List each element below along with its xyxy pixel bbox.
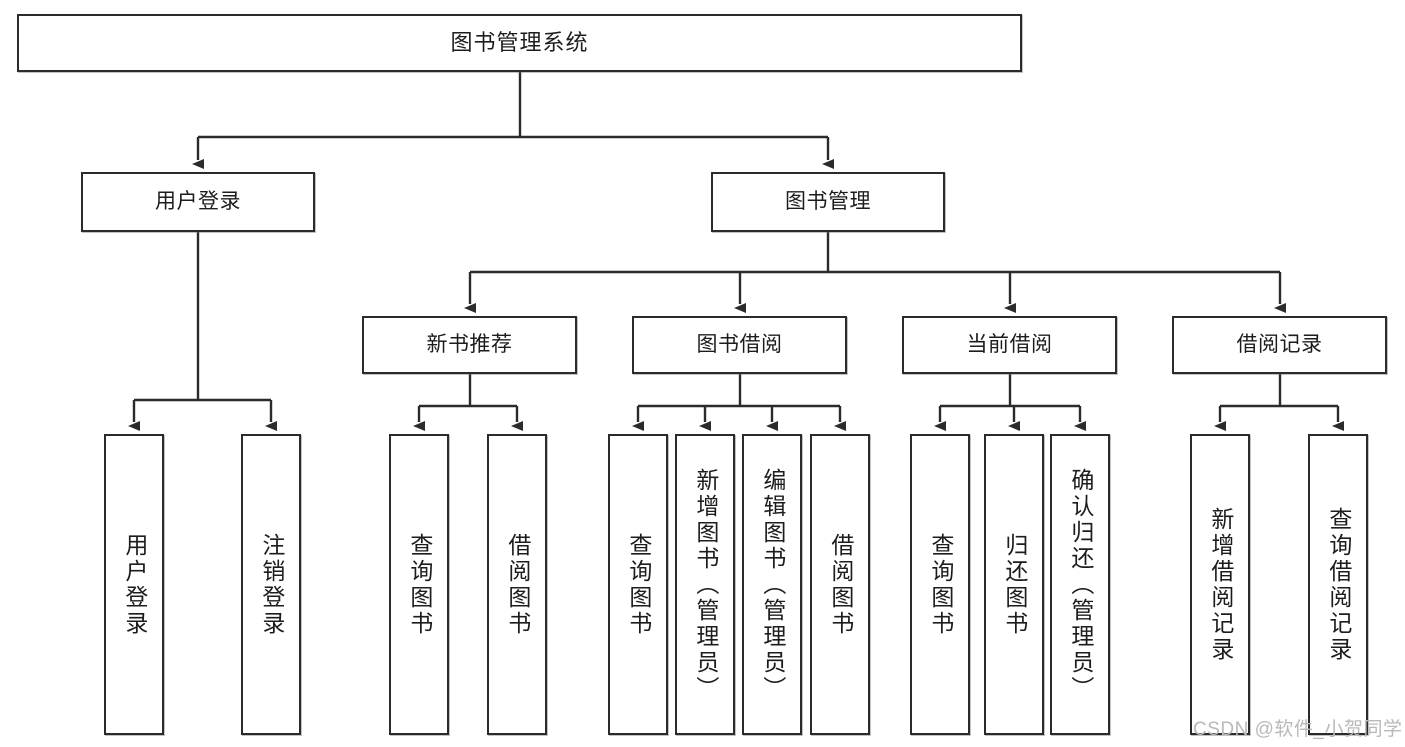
node-label-leaf-borrow-book: 借阅图书 bbox=[827, 532, 854, 637]
node-label-new-book-recommend: 新书推荐 bbox=[426, 332, 513, 356]
node-leaf-add-record[interactable]: 新增借阅记录 bbox=[1190, 434, 1250, 735]
node-label-leaf-confirm-return: 确认归还（管理员） bbox=[1067, 467, 1094, 702]
node-label-book-borrow: 图书借阅 bbox=[696, 332, 783, 356]
node-label-book-manage: 图书管理 bbox=[785, 189, 871, 213]
node-label-leaf-add-book: 新增图书（管理员） bbox=[692, 467, 719, 702]
node-label-leaf-edit-book: 编辑图书（管理员） bbox=[759, 467, 786, 702]
node-leaf-confirm-return[interactable]: 确认归还（管理员） bbox=[1050, 434, 1110, 735]
node-book-manage[interactable]: 图书管理 bbox=[711, 172, 945, 232]
node-label-borrow-record: 借阅记录 bbox=[1236, 332, 1323, 356]
node-borrow-record[interactable]: 借阅记录 bbox=[1172, 316, 1387, 374]
node-user-login[interactable]: 用户登录 bbox=[81, 172, 315, 232]
node-label-current-borrow: 当前借阅 bbox=[966, 332, 1053, 356]
node-leaf-logout[interactable]: 注销登录 bbox=[241, 434, 301, 735]
node-leaf-user-login[interactable]: 用户登录 bbox=[104, 434, 164, 735]
node-leaf-return-book[interactable]: 归还图书 bbox=[984, 434, 1044, 735]
node-leaf-query-book-borrow[interactable]: 查询图书 bbox=[608, 434, 668, 735]
node-leaf-add-book[interactable]: 新增图书（管理员） bbox=[675, 434, 735, 735]
node-label-leaf-add-record: 新增借阅记录 bbox=[1207, 506, 1234, 663]
node-label-leaf-return-book: 归还图书 bbox=[1001, 532, 1028, 637]
node-book-borrow[interactable]: 图书借阅 bbox=[632, 316, 847, 374]
node-leaf-borrow-book[interactable]: 借阅图书 bbox=[810, 434, 870, 735]
node-leaf-query-book-recommend[interactable]: 查询图书 bbox=[389, 434, 449, 735]
node-new-book-recommend[interactable]: 新书推荐 bbox=[362, 316, 577, 374]
node-leaf-borrow-book-recommend[interactable]: 借阅图书 bbox=[487, 434, 547, 735]
node-leaf-query-record[interactable]: 查询借阅记录 bbox=[1308, 434, 1368, 735]
node-label-user-login: 用户登录 bbox=[155, 189, 241, 213]
node-label-leaf-query-book-borrow: 查询图书 bbox=[625, 532, 652, 637]
node-label-leaf-query-book-recommend: 查询图书 bbox=[406, 532, 433, 637]
node-label-leaf-borrow-book-recommend: 借阅图书 bbox=[504, 532, 531, 637]
node-current-borrow[interactable]: 当前借阅 bbox=[902, 316, 1117, 374]
node-leaf-edit-book[interactable]: 编辑图书（管理员） bbox=[742, 434, 802, 735]
node-label-leaf-query-record: 查询借阅记录 bbox=[1325, 506, 1352, 663]
node-leaf-query-book-current[interactable]: 查询图书 bbox=[910, 434, 970, 735]
node-label-leaf-user-login: 用户登录 bbox=[121, 532, 148, 637]
node-label-leaf-query-book-current: 查询图书 bbox=[927, 532, 954, 637]
node-label-root: 图书管理系统 bbox=[450, 30, 589, 56]
node-label-leaf-logout: 注销登录 bbox=[258, 532, 285, 637]
node-root[interactable]: 图书管理系统 bbox=[17, 14, 1022, 72]
watermark-text: CSDN @软件_小贺同学 bbox=[1193, 719, 1403, 740]
